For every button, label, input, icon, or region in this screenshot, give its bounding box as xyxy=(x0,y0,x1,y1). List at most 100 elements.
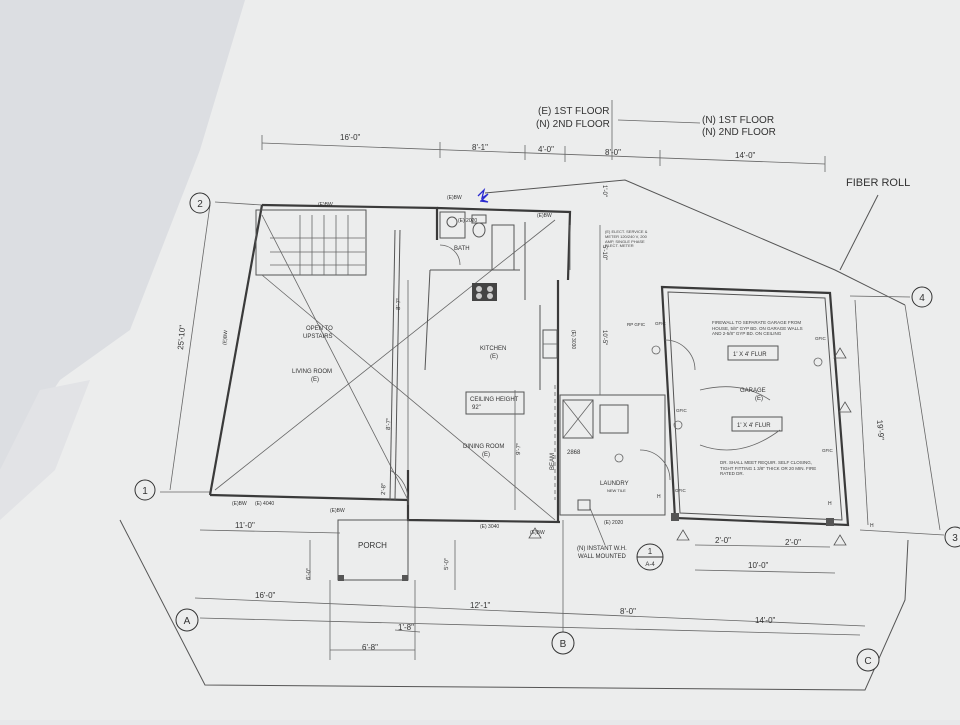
note-wall-mounted: WALL MOUNTED xyxy=(578,554,627,560)
svg-text:A: A xyxy=(184,616,191,627)
label-garage: GARAGE xyxy=(740,388,766,394)
label-porch: PORCH xyxy=(358,541,387,550)
floor-arrow-line xyxy=(617,119,701,124)
header-new-1st: (N) 1ST FLOOR xyxy=(702,115,774,126)
grid-marker-c: C xyxy=(856,648,880,672)
svg-text:3: 3 xyxy=(952,533,958,544)
dim-top-8: 8'-0" xyxy=(605,148,621,157)
porch xyxy=(337,519,409,581)
section-marker: 1 A-4 xyxy=(636,543,664,571)
svg-text:B: B xyxy=(560,639,567,650)
svg-text:A-4: A-4 xyxy=(645,562,655,568)
grid-line-2 xyxy=(214,201,263,206)
stair-block xyxy=(255,209,367,276)
elec-gfic-3: GFIC xyxy=(676,408,687,413)
flur-light-2 xyxy=(731,416,783,432)
dim-9-7: 9'-7" xyxy=(516,443,522,455)
dim-garage-2-b: 2'-0" xyxy=(785,538,801,547)
label-dining-room: DINING ROOM xyxy=(463,444,504,450)
dim-top-4: 4'-0" xyxy=(538,145,554,154)
flur-light-1 xyxy=(727,345,779,361)
fiber-roll-outline-bottom xyxy=(119,519,909,691)
svg-text:2: 2 xyxy=(197,199,203,210)
tag-4040: (E) 4040 xyxy=(255,501,274,507)
label-ceiling-height-value: 92" xyxy=(472,405,481,411)
label-laundry: LAUNDRY xyxy=(600,481,629,487)
dim-5-10: 5'-10" xyxy=(601,245,607,260)
label-open-to: OPEN TO xyxy=(306,326,333,332)
washer xyxy=(562,399,594,439)
bath-door-swing xyxy=(439,244,461,266)
label-flur-1: 1' X 4' FLUR xyxy=(733,352,767,358)
svg-text:1: 1 xyxy=(142,486,148,497)
dim-8-7-top: 8'-7" xyxy=(396,298,402,310)
dim-garage-2-a: 2'-0" xyxy=(715,536,731,545)
tag-ebw-5: (E)BW xyxy=(330,508,345,514)
elec-gfic-1: GFIC xyxy=(655,321,666,326)
laundry-room xyxy=(559,394,666,516)
dim-11 xyxy=(199,529,341,534)
elec-gfic-2: GFIC xyxy=(815,336,826,341)
fiber-roll-outline-top xyxy=(484,179,906,306)
top-dim-line xyxy=(261,142,826,165)
open-to-x-line-1 xyxy=(261,214,409,501)
dim-bottom-6-8: 6'-8" xyxy=(362,643,378,652)
tag-ebw-4: (E)BW xyxy=(232,501,247,507)
kitchen-partition xyxy=(424,269,431,371)
note-beam: BEAM xyxy=(550,453,556,470)
tag-ebw-3: (E)BW xyxy=(537,213,552,219)
tag-ebw-2: (E)BW xyxy=(447,195,462,201)
elec-h-3: H xyxy=(870,523,874,529)
tag-2020-top: (E) 2020 xyxy=(458,218,477,224)
tag-ebw-7: (E)BW xyxy=(222,330,229,345)
tag-ebw-1: (E)BW xyxy=(318,202,333,208)
dryer xyxy=(599,404,629,434)
dim-2-8: 2'-8" xyxy=(381,483,387,495)
elec-h-1: H xyxy=(657,494,661,500)
entry-door-swing xyxy=(389,469,409,506)
living-partition xyxy=(389,229,396,501)
dim-bottom-8: 8'-0" xyxy=(620,607,636,616)
garage-dim-line xyxy=(694,569,836,574)
ceiling-height-box xyxy=(465,391,525,415)
dim-garage-10: 10'-0" xyxy=(748,561,769,570)
label-laundry-tag: NEW TILE xyxy=(607,488,626,493)
svg-text:C: C xyxy=(864,656,871,667)
dim-bottom-long xyxy=(194,597,866,627)
electrical-symbols xyxy=(528,345,852,546)
tag-2020-bottom: (E) 2020 xyxy=(604,520,623,526)
dim-bottom-11: 11'-0" xyxy=(235,521,255,530)
tag-3040: (E) 3040 xyxy=(480,524,499,530)
grid-marker-4: 4 xyxy=(911,286,933,308)
tag-ebw-6: (E)BW xyxy=(530,530,545,536)
label-garage-tag: (E) xyxy=(755,396,763,402)
dim-6-0: 6'-0" xyxy=(306,568,312,580)
header-new-2nd-right: (N) 2ND FLOOR xyxy=(702,127,776,138)
grid-marker-a: A xyxy=(175,608,199,632)
header-new-2nd-left: (N) 2ND FLOOR xyxy=(536,119,610,130)
water-heater xyxy=(577,499,591,511)
garage-side-door-swing xyxy=(664,339,696,371)
elec-gfic-4: GFIC xyxy=(822,448,833,453)
house-wall-bottom-left xyxy=(209,493,409,502)
elec-h-2: H xyxy=(828,501,832,507)
note-firewall: FIREWALL TO SEPARATE GARAGE FROM HOUSE, … xyxy=(712,320,803,336)
dim-right-19-9: 19'-9" xyxy=(875,419,886,440)
label-dining-tag: (E) xyxy=(482,452,490,458)
label-ceiling-height: CEILING HEIGHT xyxy=(470,397,519,403)
note-instant-wh: (N) INSTANT W.H. xyxy=(577,546,627,552)
toilet-bowl xyxy=(472,222,486,238)
open-to-x-line-2 xyxy=(214,219,556,491)
bath-sink xyxy=(439,211,466,239)
dim-bottom-12-1: 12'-1" xyxy=(470,601,491,610)
grid-marker-b: B xyxy=(551,631,575,655)
dim-5-0: 5'-0" xyxy=(444,558,450,570)
grid-marker-2: 2 xyxy=(189,192,211,214)
pen-mark xyxy=(477,187,489,203)
dim-bottom-14: 14'-0" xyxy=(755,616,776,625)
label-kitchen-tag: (E) xyxy=(490,354,498,360)
dim-10-5: 10'-5" xyxy=(601,330,607,345)
